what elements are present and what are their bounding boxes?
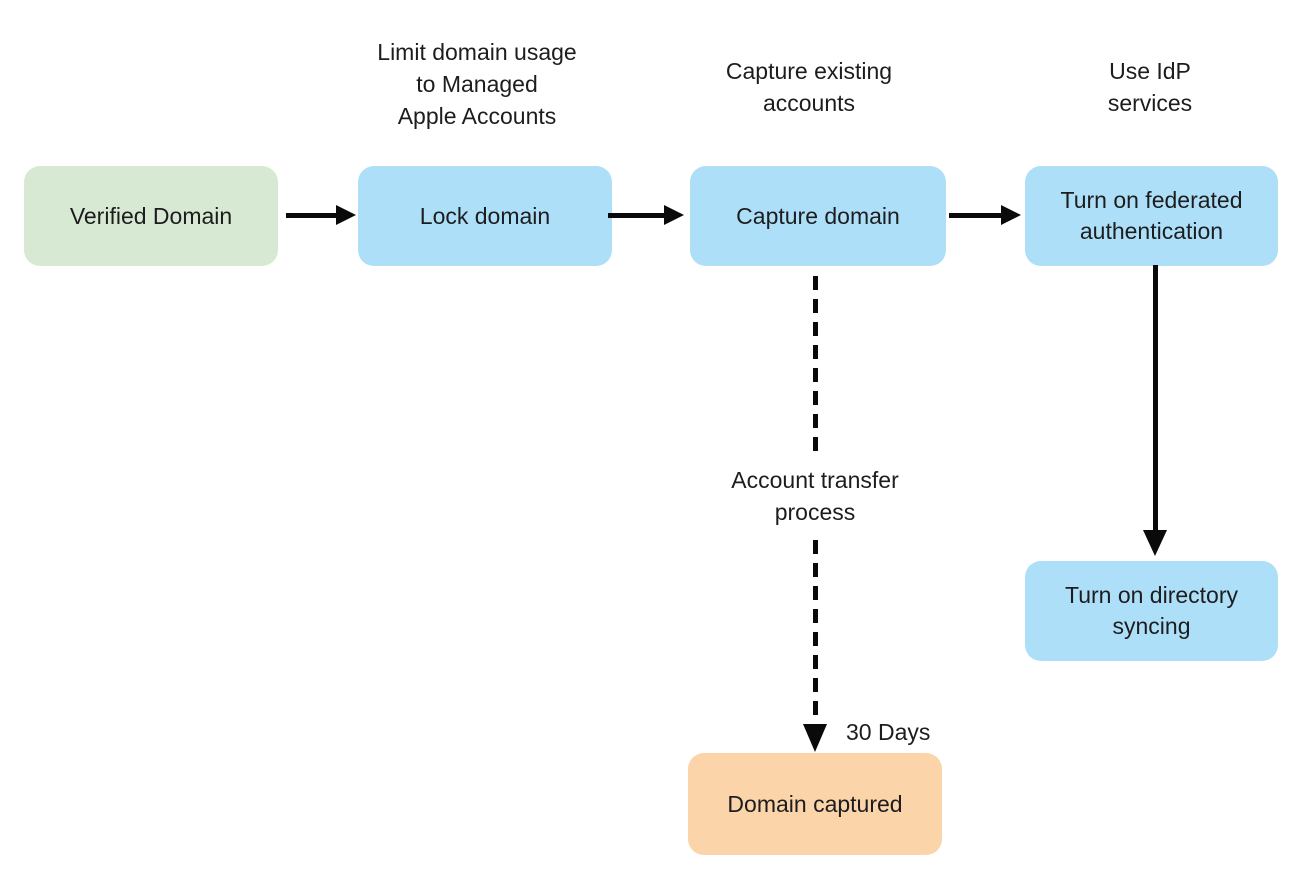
arrowhead-right-icon	[336, 205, 356, 225]
node-lock-domain-label: Lock domain	[419, 202, 551, 229]
node-capture-domain: Capture domain	[690, 166, 946, 266]
node-capture-domain-label: Capture domain	[736, 202, 900, 229]
dashed-arrow-capture-to-captured-lower	[813, 540, 818, 722]
annotation-thirty-days: 30 Days	[846, 719, 931, 745]
arrowhead-right-icon	[664, 205, 684, 225]
arrow-capture-to-federated	[949, 213, 1003, 218]
node-directory-syncing: Turn on directory syncing	[1025, 561, 1278, 661]
arrow-federated-to-directory	[1153, 265, 1158, 532]
node-federated-auth-label: Turn on federated authentication	[1060, 187, 1243, 244]
node-domain-captured-label: Domain captured	[727, 790, 903, 817]
annotation-account-transfer: Account transfer process	[731, 467, 899, 525]
node-federated-auth: Turn on federated authentication	[1025, 166, 1278, 266]
node-domain-captured: Domain captured	[688, 753, 942, 855]
arrowhead-down-icon	[803, 724, 827, 752]
arrowhead-down-icon	[1143, 530, 1167, 556]
annotation-use-idp-services: Use IdP services	[1107, 58, 1193, 116]
arrowhead-right-icon	[1001, 205, 1021, 225]
annotation-limit-domain-usage: Limit domain usage to Managed Apple Acco…	[377, 39, 577, 129]
node-directory-syncing-label: Turn on directory syncing	[1065, 582, 1238, 639]
annotation-capture-existing: Capture existing accounts	[725, 58, 893, 116]
node-verified-domain-label: Verified Domain	[69, 202, 233, 229]
arrow-lock-to-capture	[608, 213, 666, 218]
node-verified-domain: Verified Domain	[24, 166, 278, 266]
dashed-arrow-capture-to-captured-upper	[813, 276, 818, 454]
node-lock-domain: Lock domain	[358, 166, 612, 266]
arrow-verified-to-lock	[286, 213, 338, 218]
